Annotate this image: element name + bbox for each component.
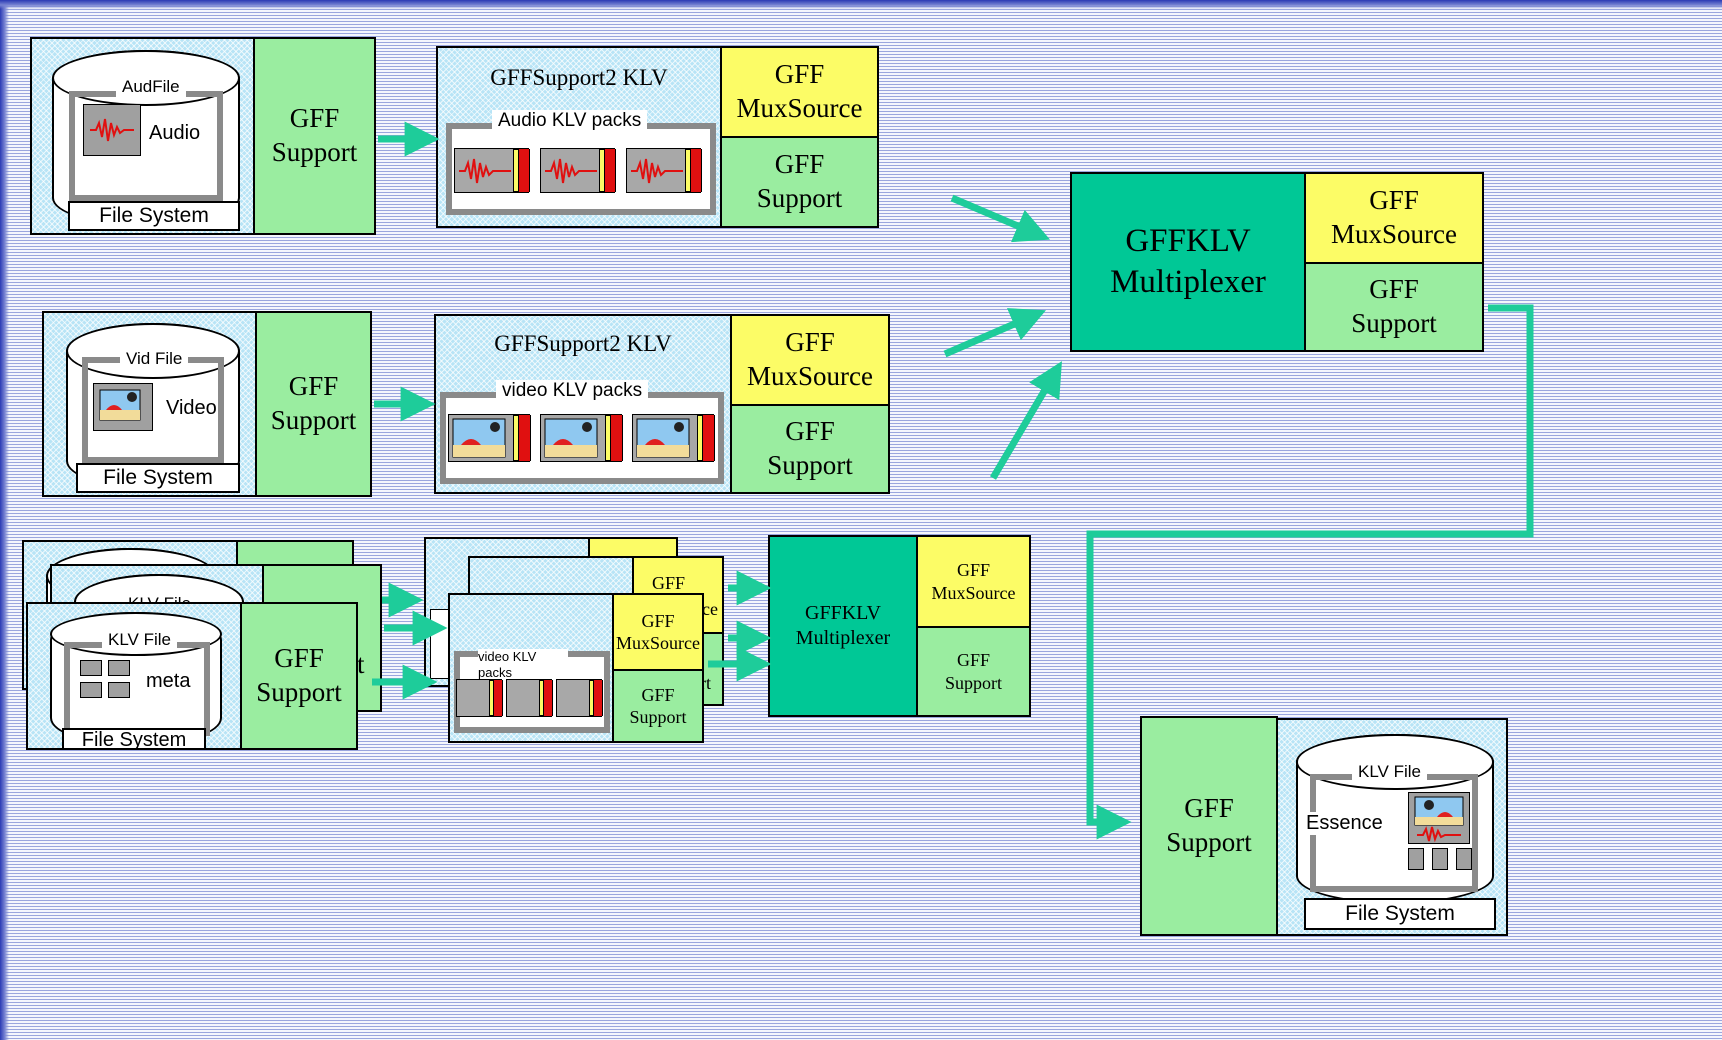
- sub-gff-support: GFF Support: [916, 626, 1031, 717]
- video-pack-3: [632, 414, 715, 462]
- stack-pack-1: [456, 679, 503, 717]
- video-klv-packs-label: video KLV packs: [496, 380, 649, 402]
- audio-pack-3: [626, 148, 702, 193]
- output-content-label: Essence: [1306, 812, 1383, 835]
- meta-grid-icon-3: [80, 682, 102, 698]
- stack-file-label: KLV File: [102, 630, 177, 650]
- video-file-system: File System: [76, 463, 240, 493]
- stack-klv-packs-label: video KLV packs: [478, 649, 568, 680]
- stack-klv-mux-source: GFF MuxSource: [612, 593, 704, 671]
- audio-file-label: AudFile: [116, 77, 186, 97]
- video-klv-mux-source: GFF MuxSource: [730, 314, 890, 406]
- essence-picture-icon: [1408, 792, 1470, 844]
- output-file-label: KLV File: [1352, 762, 1427, 782]
- stack-gff-support: GFF Support: [240, 602, 358, 750]
- essence-block-3: [1456, 848, 1472, 870]
- stack-pack-2: [506, 679, 553, 717]
- audio-content-label: Audio: [149, 122, 201, 144]
- video-file-label: Vid File: [120, 349, 189, 369]
- output-file-system: File System: [1304, 898, 1496, 930]
- stack-back-rt-fragment: rt: [700, 673, 711, 693]
- audio-file-system: File System: [68, 201, 240, 231]
- main-multiplexer: GFFKLV Multiplexer: [1070, 172, 1306, 352]
- video-klv-panel: GFFSupport2 KLV video KLV packs: [434, 314, 732, 494]
- audio-klv-packs-label: Audio KLV packs: [492, 110, 648, 132]
- meta-grid-icon-1: [80, 660, 102, 676]
- main-to-output-connector: [1086, 304, 1534, 840]
- audio-klv-panel: GFFSupport2 KLV Audio KLV packs: [436, 46, 722, 228]
- audio-klv-mux-source: GFF MuxSource: [720, 46, 879, 138]
- main-gff-support: GFF Support: [1304, 262, 1484, 352]
- audio-pack-2: [540, 148, 616, 193]
- stack-klv-gff-support: GFF Support: [612, 669, 704, 743]
- video-source-panel: Vid File Video File System: [42, 311, 257, 497]
- meta-grid-icon-4: [108, 682, 130, 698]
- video-picture-icon: [93, 383, 153, 431]
- audio-klv-title: GFFSupport2 KLV: [490, 65, 668, 90]
- stack-pack-3: [556, 679, 603, 717]
- essence-block-1: [1408, 848, 1424, 870]
- stack-mux-to-main-arrow: [989, 361, 1062, 480]
- output-panel: KLV File Essence File System: [1276, 718, 1508, 936]
- audio-pack-1: [454, 148, 530, 193]
- video-klv-title: GFFSupport2 KLV: [494, 331, 672, 356]
- video-gff-support: GFF Support: [255, 311, 372, 497]
- meta-grid-icon-2: [108, 660, 130, 676]
- stack-back-gff-fragment: GFF: [652, 573, 686, 593]
- audio-source-panel: AudFile Audio File System: [30, 37, 255, 235]
- video-pack-1: [448, 414, 531, 462]
- stack-source-front: KLV File meta File System: [26, 602, 244, 750]
- output-gff-support: GFF Support: [1140, 716, 1278, 936]
- stack-content-label: meta: [146, 670, 191, 692]
- audio-klv-to-mux-arrow: [950, 194, 1051, 243]
- stack-klv-front: video KLV packs: [448, 593, 614, 743]
- video-pack-2: [540, 414, 623, 462]
- video-content-label: Video: [166, 397, 217, 419]
- essence-block-2: [1432, 848, 1448, 870]
- audio-gff-support: GFF Support: [253, 37, 376, 235]
- main-mux-source: GFF MuxSource: [1304, 172, 1484, 264]
- video-klv-gff-support: GFF Support: [730, 404, 890, 494]
- audio-wave-icon: [83, 104, 141, 156]
- video-klv-to-mux-arrow: [943, 308, 1046, 358]
- stack-file-system: File System: [62, 728, 206, 750]
- audio-klv-gff-support: GFF Support: [720, 136, 879, 228]
